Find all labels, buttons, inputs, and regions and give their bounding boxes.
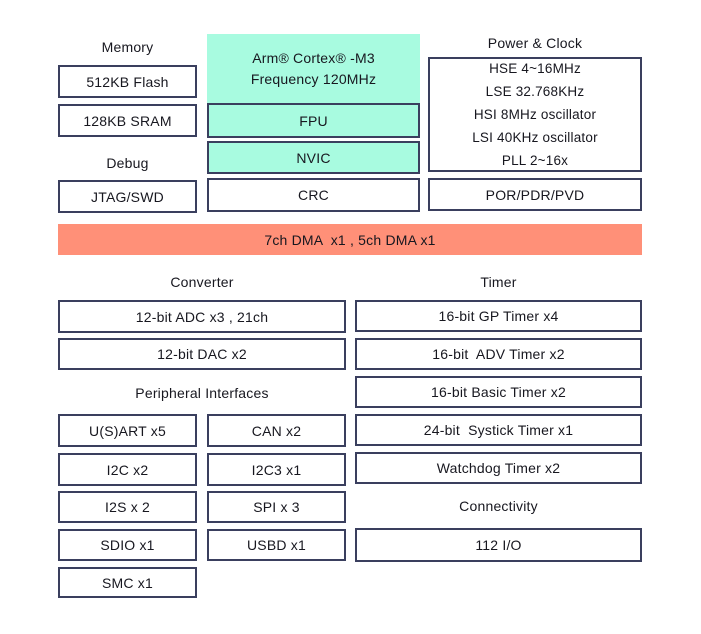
cortex-core-name: Arm® Cortex® -M3 [252,49,375,66]
systick-timer-box: 24-bit Systick Timer x1 [355,414,642,446]
usart-box: U(S)ART x5 [58,414,197,447]
watchdog-timer-box: Watchdog Timer x2 [355,452,642,484]
i2s-box: I2S x 2 [58,491,197,523]
memory-section-title: Memory [101,39,154,55]
usbd-box: USBD x1 [207,529,346,561]
power-clock-box: HSE 4~16MHz LSE 32.768KHz HSI 8MHz oscil… [428,57,642,172]
hse-line: HSE 4~16MHz [489,61,581,76]
adc-box: 12-bit ADC x3 , 21ch [58,300,346,333]
fpu-box: FPU [207,103,420,138]
connectivity-section-title: Connectivity [459,498,538,514]
cortex-core-box: Arm® Cortex® -M3 Frequency 120MHz [207,34,420,103]
i2c3-box: I2C3 x1 [207,453,346,486]
power-clock-section-title: Power & Clock [487,35,583,51]
dac-box: 12-bit DAC x2 [58,338,346,370]
dma-bar: 7ch DMA x1 , 5ch DMA x1 [58,224,642,255]
adv-timer-box: 16-bit ADV Timer x2 [355,338,642,370]
basic-timer-box: 16-bit Basic Timer x2 [355,376,642,408]
can-box: CAN x2 [207,414,346,447]
peripheral-interfaces-section-title: Peripheral Interfaces [135,385,269,401]
lsi-line: LSI 40KHz oscillator [472,130,598,145]
gp-timer-box: 16-bit GP Timer x4 [355,300,642,332]
jtag-swd-box: JTAG/SWD [58,180,197,213]
sram-box: 128KB SRAM [58,104,197,137]
converter-section-title: Converter [170,274,234,290]
io-box: 112 I/O [355,528,642,562]
nvic-box: NVIC [207,141,420,174]
pll-line: PLL 2~16x [501,153,569,168]
lse-line: LSE 32.768KHz [485,84,585,99]
sdio-box: SDIO x1 [58,529,197,561]
por-pdr-pvd-box: POR/PDR/PVD [428,178,642,211]
cortex-core-frequency: Frequency 120MHz [250,70,377,87]
timer-section-title: Timer [480,274,517,290]
flash-box: 512KB Flash [58,65,197,98]
smc-box: SMC x1 [58,567,197,598]
hsi-line: HSI 8MHz oscillator [473,107,597,122]
spi-box: SPI x 3 [207,491,346,523]
crc-box: CRC [207,178,420,212]
debug-section-title: Debug [106,155,149,171]
i2c-box: I2C x2 [58,453,197,486]
